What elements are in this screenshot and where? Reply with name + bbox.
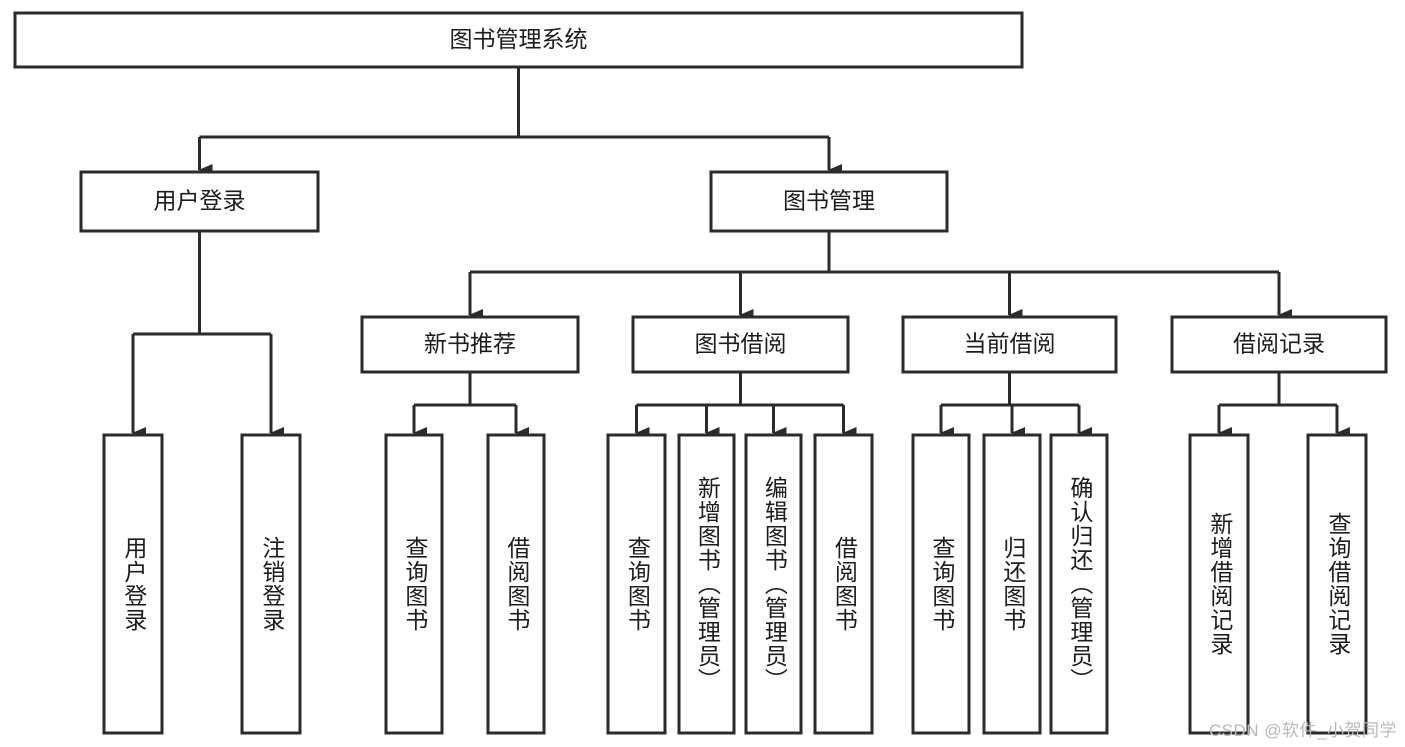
node-level1-0[interactable] [79,170,320,233]
node-level1-label-1: 图书管理 [783,188,875,214]
node-leaf-9[interactable] [982,433,1042,735]
node-leaf-10[interactable] [1049,433,1109,735]
node-level2-1[interactable] [631,315,850,374]
node-leaf-8[interactable] [911,433,971,735]
node-level1-1[interactable] [709,170,949,233]
box-layer [13,11,1388,735]
node-level2-3[interactable] [1170,315,1388,374]
node-root[interactable] [13,11,1024,69]
node-leaf-5[interactable] [677,433,736,735]
node-leaf-0[interactable] [102,433,164,735]
node-level2-label-2: 当前借阅 [964,331,1056,357]
node-root-label: 图书管理系统 [450,26,588,52]
watermark: CSDN @软件_小贺同学 [1208,721,1397,740]
node-leaf-2[interactable] [384,433,444,735]
node-leaf-3[interactable] [486,433,546,735]
node-level2-label-1: 图书借阅 [695,331,787,357]
node-level2-2[interactable] [901,315,1118,374]
node-level2-label-3: 借阅记录 [1233,331,1325,357]
node-leaf-4[interactable] [606,433,667,735]
node-leaf-1[interactable] [240,433,302,735]
node-level1-label-0: 用户登录 [154,188,246,214]
node-leaf-12[interactable] [1306,433,1368,735]
node-level2-label-0: 新书推荐 [424,331,516,357]
node-leaf-7[interactable] [813,433,874,735]
node-leaf-11[interactable] [1188,433,1250,735]
connector-layer [131,67,1350,439]
node-leaf-6[interactable] [744,433,803,735]
node-level2-0[interactable] [360,315,580,374]
